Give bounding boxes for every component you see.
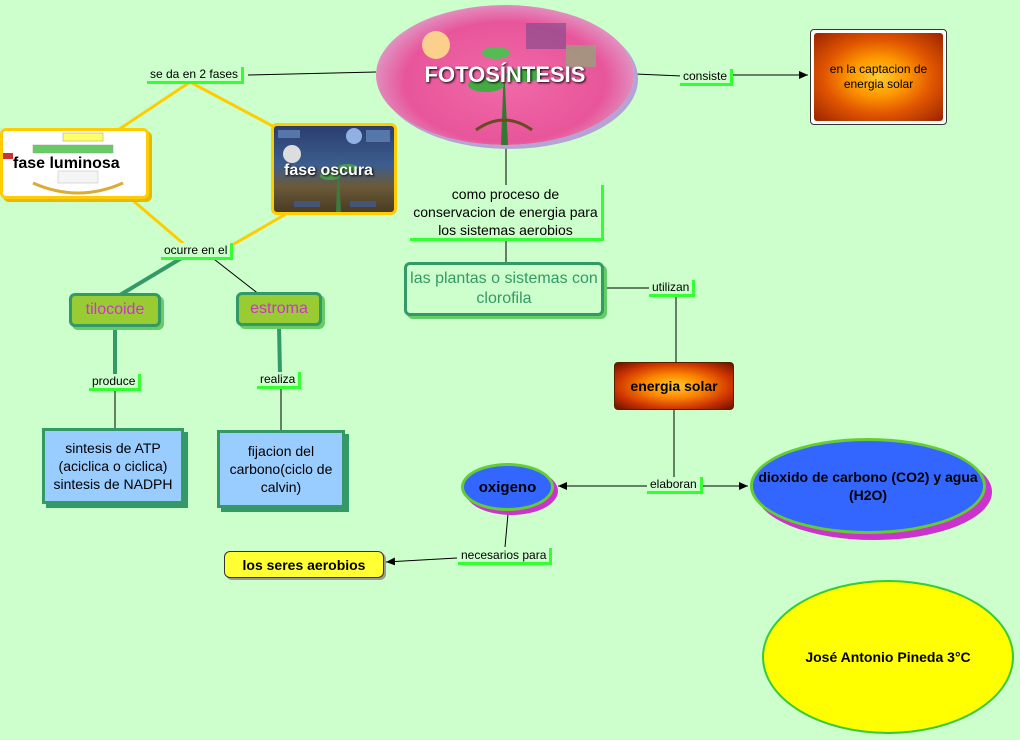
node-seres-aerobios[interactable]: los seres aerobios <box>224 551 384 578</box>
node-energia-solar[interactable]: energia solar <box>614 362 734 410</box>
fase-oscura-illustration <box>278 128 390 212</box>
link-label-consiste: consiste <box>680 69 734 86</box>
link-label-produce: produce <box>89 374 142 391</box>
node-dioxido-agua[interactable]: dioxido de carbono (CO2) y agua (H2O) <box>750 438 986 534</box>
fase-luminosa-label: fase luminosa <box>13 155 120 172</box>
link-label-elaboran: elaboran <box>647 477 703 494</box>
link-label-utilizan: utilizan <box>649 280 696 297</box>
title-text: FOTOSÍNTESIS <box>424 62 586 87</box>
link-label-se-da: se da en 2 fases <box>147 67 245 84</box>
link-label-ocurre: ocurre en el <box>161 243 234 260</box>
node-fase-luminosa[interactable]: fase luminosa <box>0 128 149 199</box>
link-label-realiza: realiza <box>257 372 302 389</box>
node-oxigeno[interactable]: oxigeno <box>461 463 554 511</box>
node-sintesis-atp[interactable]: sintesis de ATP (aciclica o ciclica) sin… <box>42 428 184 504</box>
link-label-necesarios: necesarios para <box>458 548 553 565</box>
node-plantas-clorofila[interactable]: las plantas o sistemas con clorofila <box>404 262 604 316</box>
node-fase-oscura[interactable]: fase oscura <box>271 123 397 215</box>
node-tilocoide[interactable]: tilocoide <box>69 293 161 327</box>
node-fijacion-carbono[interactable]: fijacion del carbono(ciclo de calvin) <box>217 430 345 508</box>
fase-oscura-label: fase oscura <box>284 162 373 179</box>
node-captacion-energia-solar[interactable]: en la captacion de energia solar <box>810 29 947 125</box>
plant-illustration <box>422 23 596 145</box>
author-credit: José Antonio Pineda 3°C <box>762 580 1014 734</box>
fase-luminosa-illustration <box>3 132 124 195</box>
node-captacion-text: en la captacion de energia solar <box>814 33 943 121</box>
node-estroma[interactable]: estroma <box>236 292 322 326</box>
title-node-fotosintesis[interactable]: FOTOSÍNTESIS <box>376 5 634 145</box>
node-proceso-conservacion[interactable]: como proceso de conservacion de energia … <box>410 185 604 241</box>
